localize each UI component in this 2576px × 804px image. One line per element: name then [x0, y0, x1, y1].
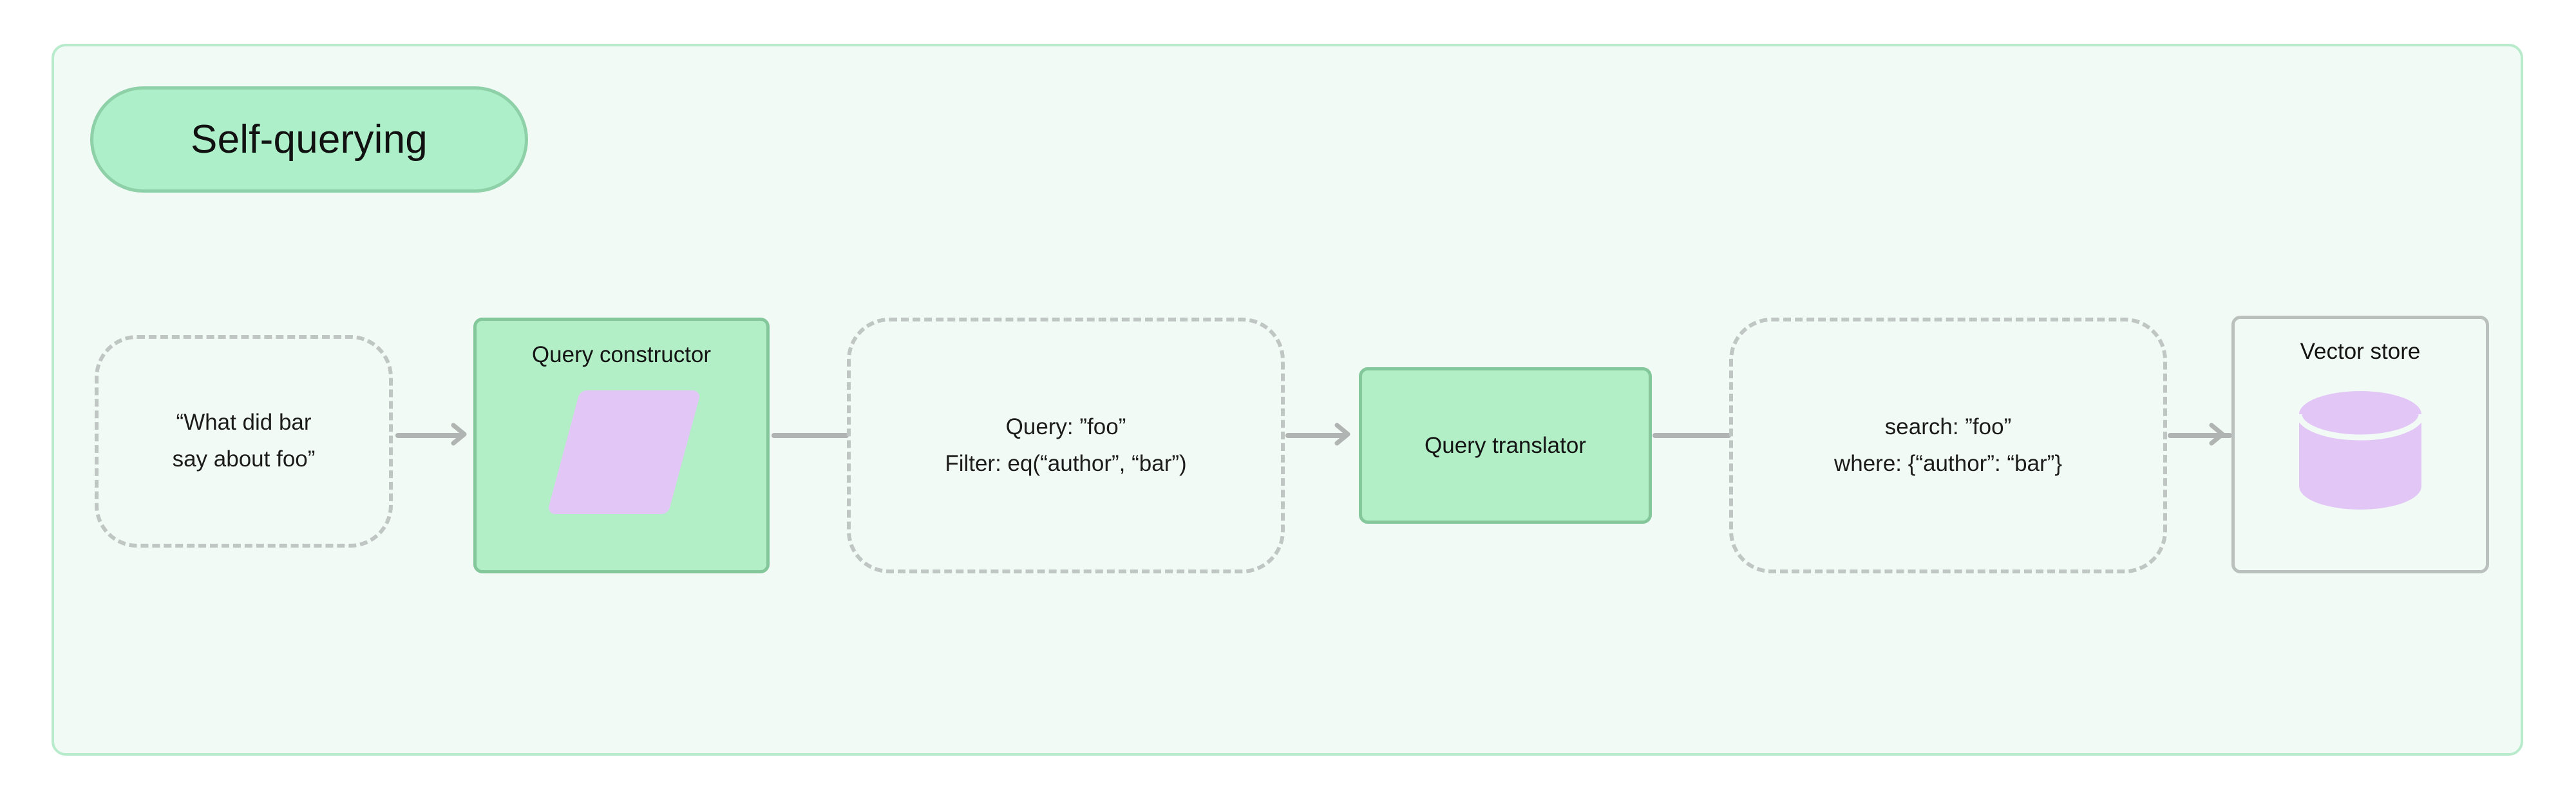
node-structured-query-line-2: Filter: eq(“author”, “bar”) — [945, 450, 1187, 476]
node-translated-query-line-2: where: {“author”: “bar”} — [1833, 450, 2063, 476]
node-query-constructor[interactable]: Query constructor — [473, 318, 770, 573]
node-structured-query-line-1: Query: ”foo” — [1005, 414, 1126, 439]
node-translated-query[interactable]: search: ”foo” where: {“author”: “bar”} — [1729, 318, 2167, 573]
arrow-head-icon — [451, 423, 467, 446]
edge-translator-to-translated-output — [1653, 433, 1731, 438]
node-query-translator-label: Query translator — [1425, 432, 1586, 458]
node-translated-query-text: search: ”foo” where: {“author”: “bar”} — [1834, 409, 2062, 482]
node-structured-query[interactable]: Query: ”foo” Filter: eq(“author”, “bar”) — [847, 318, 1285, 573]
database-cylinder-icon — [2296, 391, 2425, 510]
edge-question-to-constructor — [395, 433, 461, 438]
node-user-question[interactable]: “What did bar say about foo” — [95, 335, 393, 548]
node-user-question-text: “What did bar say about foo” — [173, 405, 316, 477]
arrow-head-icon — [2209, 423, 2225, 446]
parallelogram-icon — [549, 390, 699, 514]
node-query-constructor-label: Query constructor — [531, 342, 712, 367]
arrow-head-icon — [1334, 423, 1350, 446]
node-translated-query-line-1: search: ”foo” — [1884, 414, 2012, 439]
subgraph-title-pill: Self-querying — [90, 86, 528, 193]
edge-constructor-to-query-output — [772, 433, 849, 438]
node-user-question-line-2: say about foo” — [172, 446, 316, 472]
node-structured-query-text: Query: ”foo” Filter: eq(“author”, “bar”) — [945, 409, 1186, 482]
node-vector-store[interactable]: Vector store — [2231, 316, 2489, 573]
subgraph-title-label: Self-querying — [191, 117, 428, 162]
node-query-translator[interactable]: Query translator — [1359, 367, 1652, 524]
node-vector-store-label: Vector store — [2300, 339, 2421, 364]
node-user-question-line-1: “What did bar — [176, 410, 312, 436]
edge-translated-output-to-vector-store — [2168, 433, 2232, 438]
edge-query-output-to-translator — [1285, 433, 1347, 438]
